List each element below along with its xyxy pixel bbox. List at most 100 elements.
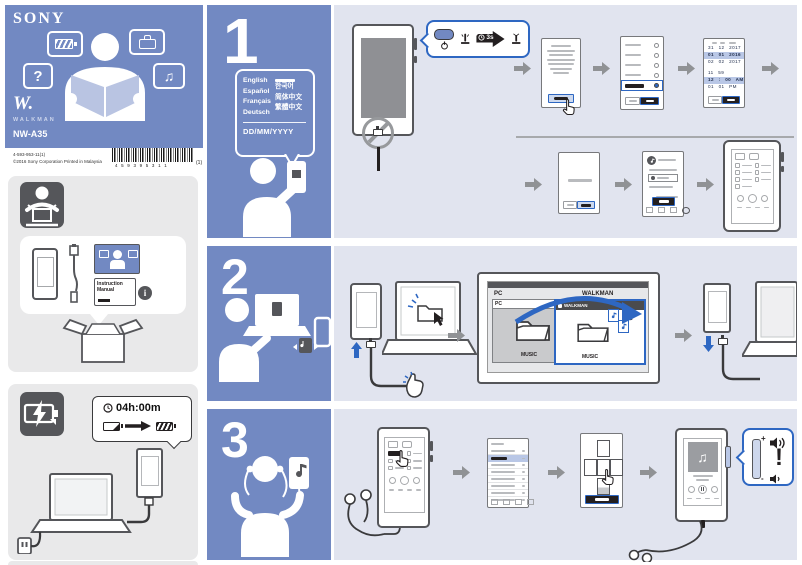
- release-finger-icon: [511, 33, 520, 44]
- speaker-quiet-icon: [770, 474, 780, 484]
- battery-full-terminal: [173, 424, 176, 428]
- datetime-screen: 31 12 2017 01 01 2016 02 02 2017 11 59 1…: [703, 38, 745, 108]
- clock-icon: [103, 403, 113, 413]
- card-person-glyph: [113, 250, 122, 259]
- battery-full-icon: [156, 421, 176, 431]
- quick-start-card: [94, 244, 140, 274]
- step3-panel: ♫: [334, 409, 797, 562]
- row-divider: [516, 136, 794, 138]
- volume-minus: -: [761, 474, 764, 483]
- step-arrow: [548, 466, 565, 479]
- connect-up-arrow: [351, 342, 362, 358]
- battery-empty-wedge: [113, 423, 119, 430]
- disconnect-down-arrow: [703, 336, 714, 352]
- power-symbol: [440, 40, 448, 50]
- unboxing-step-icon: [20, 182, 64, 228]
- nav-play-button: [585, 495, 619, 504]
- card-bubble-glyph2: [128, 250, 138, 258]
- home-navbar: [388, 489, 421, 491]
- walkman-music-label: MUSIC: [582, 354, 599, 360]
- laptop-connect: [382, 281, 478, 355]
- no-usb-sign: [362, 117, 396, 173]
- home-screen: [731, 149, 774, 224]
- charging-scene: [17, 473, 154, 554]
- walkman-playing: ♫: [675, 428, 731, 528]
- model-number: NW-A35: [13, 129, 48, 139]
- disconnect-cable: [721, 345, 760, 381]
- monitor-topbar: [488, 282, 648, 288]
- walkman-window-titlebar: WALKMAN: [556, 301, 644, 310]
- prohibited-usb-cable: [377, 147, 380, 171]
- language-next-button: [640, 97, 659, 105]
- song-list-screen: [487, 438, 534, 508]
- confirm-next-button: [577, 201, 595, 209]
- manual-title: Instruction Manual: [97, 281, 123, 293]
- charging-box: 04h:00m: [8, 384, 198, 560]
- chat-icon: [749, 153, 759, 160]
- speaker-loud-icon: [770, 437, 785, 449]
- bubble-tail: [90, 314, 108, 325]
- language-back-button: [625, 97, 640, 105]
- step-arrow: [525, 178, 542, 191]
- monitor-screen: PC WALKMAN PC MUSIC: [487, 281, 649, 373]
- barcode-note: (1): [196, 160, 203, 166]
- pc-music-label: MUSIC: [521, 352, 538, 358]
- hand-cursor-icon: [562, 98, 575, 116]
- walkman-disconnect: [703, 283, 731, 333]
- step2-column: 2: [207, 246, 331, 401]
- hold-time: 3s: [486, 34, 494, 41]
- question-bubble: ?: [23, 63, 53, 89]
- step-arrow: [593, 62, 610, 75]
- datetime-next-button: [722, 96, 740, 104]
- walkman-label: WALKMAN: [582, 291, 614, 297]
- charge-time-bubble: 04h:00m: [92, 396, 192, 450]
- time-row-selected: 12 : 00 AM: [704, 76, 744, 84]
- battery-empty-icon: [103, 421, 123, 431]
- step-arrow: [453, 466, 470, 479]
- battery-empty-terminal: [120, 424, 123, 428]
- datetime-headers: [704, 39, 744, 45]
- volume-callout-tail: [735, 449, 752, 466]
- walkman-select-nub2: [430, 455, 433, 462]
- usb-cable-icon: [69, 244, 79, 303]
- walkman-logo: W.: [13, 93, 34, 114]
- album-art-note: ♫: [697, 449, 708, 465]
- playback-controls: [735, 193, 770, 203]
- step2-panel: PC WALKMAN PC MUSIC: [334, 246, 797, 401]
- press-finger-icon: [461, 33, 470, 44]
- pc-music-folder-icon: [516, 321, 550, 341]
- print-strip: 4-593-953-11(1) ©2016 Sony Corporation P…: [5, 148, 203, 174]
- contents-bubble: Instruction Manual i: [20, 236, 186, 325]
- now-playing-screen: ♫: [683, 438, 722, 506]
- side-button-nub: [414, 56, 417, 63]
- step2-number: 2: [221, 249, 249, 305]
- info-letter: i: [143, 288, 147, 298]
- playing-navbar: [684, 497, 721, 500]
- setup-confirm-screen: [558, 152, 600, 214]
- briefcase-handle: [144, 35, 151, 40]
- playback-controls: [388, 476, 421, 485]
- music-bubble: ♫: [153, 63, 185, 89]
- charging-walkman-screen: [141, 456, 159, 486]
- walkman-window-icon: [558, 303, 562, 308]
- laptop-disconnect: [742, 281, 797, 357]
- pc-window-title: PC: [495, 301, 502, 307]
- cover-panel: SONY ? ♫ W. WALKMAN NW-A35: [5, 5, 203, 148]
- boxed-walkman-screen: [37, 257, 54, 287]
- lang-traditional-chinese: 繁體中文: [274, 104, 303, 112]
- lang-english: English: [243, 77, 268, 84]
- step-arrow: [675, 329, 692, 342]
- language-selected-row: [621, 80, 663, 91]
- prohibited-usb-plug: [373, 126, 383, 136]
- battery-icon: [55, 39, 73, 49]
- walkman-select-nub1: [430, 441, 433, 451]
- walkman-connect-screen: [356, 292, 377, 328]
- walkman-home-nub1: [781, 152, 784, 162]
- charging-walkman: [136, 448, 163, 498]
- radio-icon: [388, 441, 398, 448]
- info-icon: i: [138, 286, 152, 300]
- service-ok-button: [652, 197, 675, 206]
- bubble-divider: [243, 122, 306, 124]
- step-arrow: [615, 178, 632, 191]
- song-selected-row: [488, 455, 528, 462]
